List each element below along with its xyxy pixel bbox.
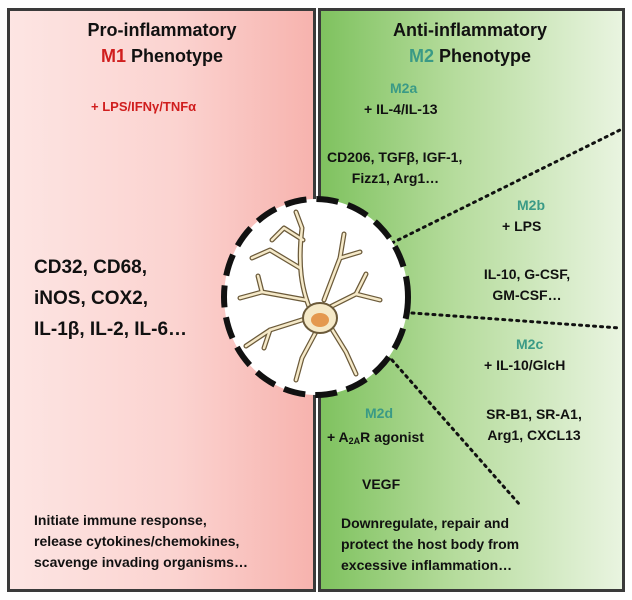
connector-m2b bbox=[390, 128, 622, 245]
m2-functions: Downregulate, repair and protect the hos… bbox=[341, 513, 519, 576]
m2c-marker-line: Arg1, CXCL13 bbox=[487, 427, 581, 443]
m1-title-line2: M1 Phenotype bbox=[56, 46, 268, 67]
m1-function-line: Initiate immune response, bbox=[34, 512, 207, 528]
m1-markers: CD32, CD68, iNOS, COX2, IL-1β, IL-2, IL-… bbox=[34, 252, 187, 345]
m2-function-line: Downregulate, repair and bbox=[341, 515, 510, 531]
m2a-marker-line: CD206, TGFβ, IGF-1, bbox=[327, 149, 463, 165]
m2d-stimulus-suffix: R agonist bbox=[360, 429, 424, 445]
m2a-stimulus: + IL-4/IL-13 bbox=[364, 101, 438, 117]
m1-stimulus: + LPS/IFNγ/TNFα bbox=[91, 99, 197, 114]
m2c-markers: SR-B1, SR-A1, Arg1, CXCL13 bbox=[474, 404, 594, 446]
m1-function-line: scavenge invading organisms… bbox=[34, 554, 248, 570]
m2a-marker-line: Fizz1, Arg1… bbox=[351, 170, 440, 186]
m2b-marker-line: IL-10, G-CSF, bbox=[483, 266, 571, 282]
m2a-label: M2a bbox=[390, 80, 418, 96]
m1-title-suffix: Phenotype bbox=[126, 46, 224, 66]
m2c-marker-line: SR-B1, SR-A1, bbox=[486, 406, 582, 422]
m2b-marker-line: GM-CSF… bbox=[492, 287, 562, 303]
cell-nucleus bbox=[311, 313, 329, 327]
microglia-cell-icon bbox=[221, 196, 411, 398]
m1-functions: Initiate immune response, release cytoki… bbox=[34, 510, 248, 573]
m2c-stimulus: + IL-10/GlcH bbox=[484, 357, 566, 373]
m2d-label: M2d bbox=[365, 405, 393, 421]
m2b-label: M2b bbox=[517, 197, 545, 213]
m2-label: M2 bbox=[408, 46, 434, 66]
m2a-markers: CD206, TGFβ, IGF-1, Fizz1, Arg1… bbox=[327, 147, 464, 189]
m2d-stimulus-subscript: 2A bbox=[348, 436, 361, 446]
m2-function-line: excessive inflammation… bbox=[341, 557, 513, 573]
connector-m2d bbox=[390, 358, 522, 507]
m2-title-line1: Anti-inflammatory bbox=[392, 20, 547, 40]
m1-function-line: release cytokines/chemokines, bbox=[34, 533, 240, 549]
m2d-stimulus: + A2AR agonist bbox=[327, 429, 424, 446]
m2-function-line: protect the host body from bbox=[341, 536, 520, 552]
m2d-stimulus-prefix: + A bbox=[327, 429, 349, 445]
m1-marker-line: IL-1β, IL-2, IL-6… bbox=[34, 319, 188, 340]
m1-label: M1 bbox=[100, 46, 126, 66]
m2-title-suffix: Phenotype bbox=[434, 46, 532, 66]
connector-m2c bbox=[410, 311, 622, 330]
m2-title-line2: M2 Phenotype bbox=[364, 46, 576, 67]
m1-marker-line: iNOS, COX2, bbox=[34, 288, 149, 309]
m1-marker-line: CD32, CD68, bbox=[34, 257, 147, 278]
m2b-stimulus: + LPS bbox=[502, 218, 542, 234]
m1-title-line1: Pro-inflammatory bbox=[87, 20, 237, 40]
m2c-label: M2c bbox=[516, 336, 544, 352]
m2d-marker: VEGF bbox=[362, 476, 401, 492]
m2b-markers: IL-10, G-CSF, GM-CSF… bbox=[468, 264, 586, 306]
